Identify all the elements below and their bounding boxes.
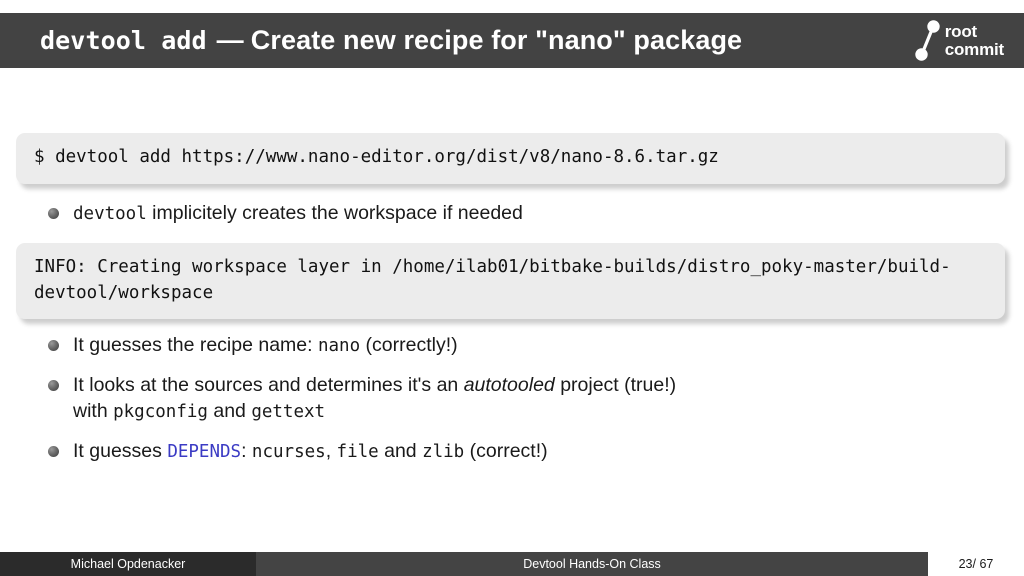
slide-footer: Michael Opdenacker Devtool Hands-On Clas… [0, 552, 1024, 576]
root-commit-graph-icon [915, 19, 940, 61]
logo-line-1: root [944, 22, 977, 42]
bullet-text-2: : [241, 440, 252, 463]
bullet-text: It looks at the sources and determines i… [73, 373, 464, 396]
bullet-list-bottom: It guesses the recipe name: nano (correc… [44, 332, 984, 478]
recipe-name: nano [317, 336, 361, 356]
bullet-dot-icon [48, 446, 59, 458]
footer-subject: Devtool Hands-On Class [256, 552, 928, 576]
title-command: devtool add [40, 26, 207, 55]
slide-content: $ devtool add https://www.nano-editor.or… [0, 68, 1024, 548]
footer-page-number: 23/ 67 [928, 552, 1024, 576]
list-item: It guesses DEPENDS: ncurses, file and zl… [44, 438, 984, 465]
bullet-text-3: , [325, 440, 337, 463]
list-item: It looks at the sources and determines i… [44, 372, 984, 425]
bullet-text-5: (correct!) [464, 440, 548, 463]
root-commit-logo: root commit [914, 18, 1004, 64]
dependency-pkgconfig: pkgconfig [113, 402, 208, 423]
logo-wordmark: root commit [945, 23, 1004, 58]
dependency-zlib: zlib [422, 442, 465, 463]
depends-keyword: DEPENDS [167, 442, 242, 463]
logo-line-2: commit [944, 39, 1004, 59]
bullet-text-tail: (correctly!) [360, 334, 458, 356]
list-item: It guesses the recipe name: nano (correc… [44, 332, 984, 359]
bullet-text: It guesses the recipe name: [73, 334, 318, 356]
bullet-mono-term: devtool [73, 204, 147, 224]
slide-header-bar: devtool add — Create new recipe for "nan… [0, 13, 1024, 68]
bullet-dot-icon [48, 208, 59, 219]
dependency-gettext: gettext [251, 402, 326, 423]
title-text: Create new recipe for "nano" package [250, 25, 743, 55]
terminal-info-box: INFO: Creating workspace layer in /home/… [16, 243, 1005, 320]
bullet-dot-icon [48, 379, 59, 391]
title-separator: — [216, 25, 244, 55]
terminal-command-box: $ devtool add https://www.nano-editor.or… [16, 133, 1005, 184]
list-item: devtool implicitely creates the workspac… [44, 200, 984, 227]
bullet-text: It guesses [73, 440, 168, 463]
footer-author: Michael Opdenacker [0, 552, 256, 576]
bullet-text-tail: project (true!) [554, 373, 677, 396]
emphasis-autotooled: autotooled [463, 373, 555, 396]
bullet-text-3: and [207, 400, 252, 423]
bullet-text-2: with [73, 400, 114, 423]
bullet-list-top: devtool implicitely creates the workspac… [44, 200, 984, 240]
dependency-ncurses: ncurses [251, 442, 326, 463]
bullet-second-line: with pkgconfig and gettext [73, 398, 984, 425]
bullet-text: implicitely creates the workspace if nee… [146, 202, 523, 224]
dependency-file: file [336, 442, 379, 463]
bullet-dot-icon [48, 340, 59, 351]
bullet-text-4: and [378, 440, 423, 463]
page-title: devtool add — Create new recipe for "nan… [40, 27, 914, 54]
